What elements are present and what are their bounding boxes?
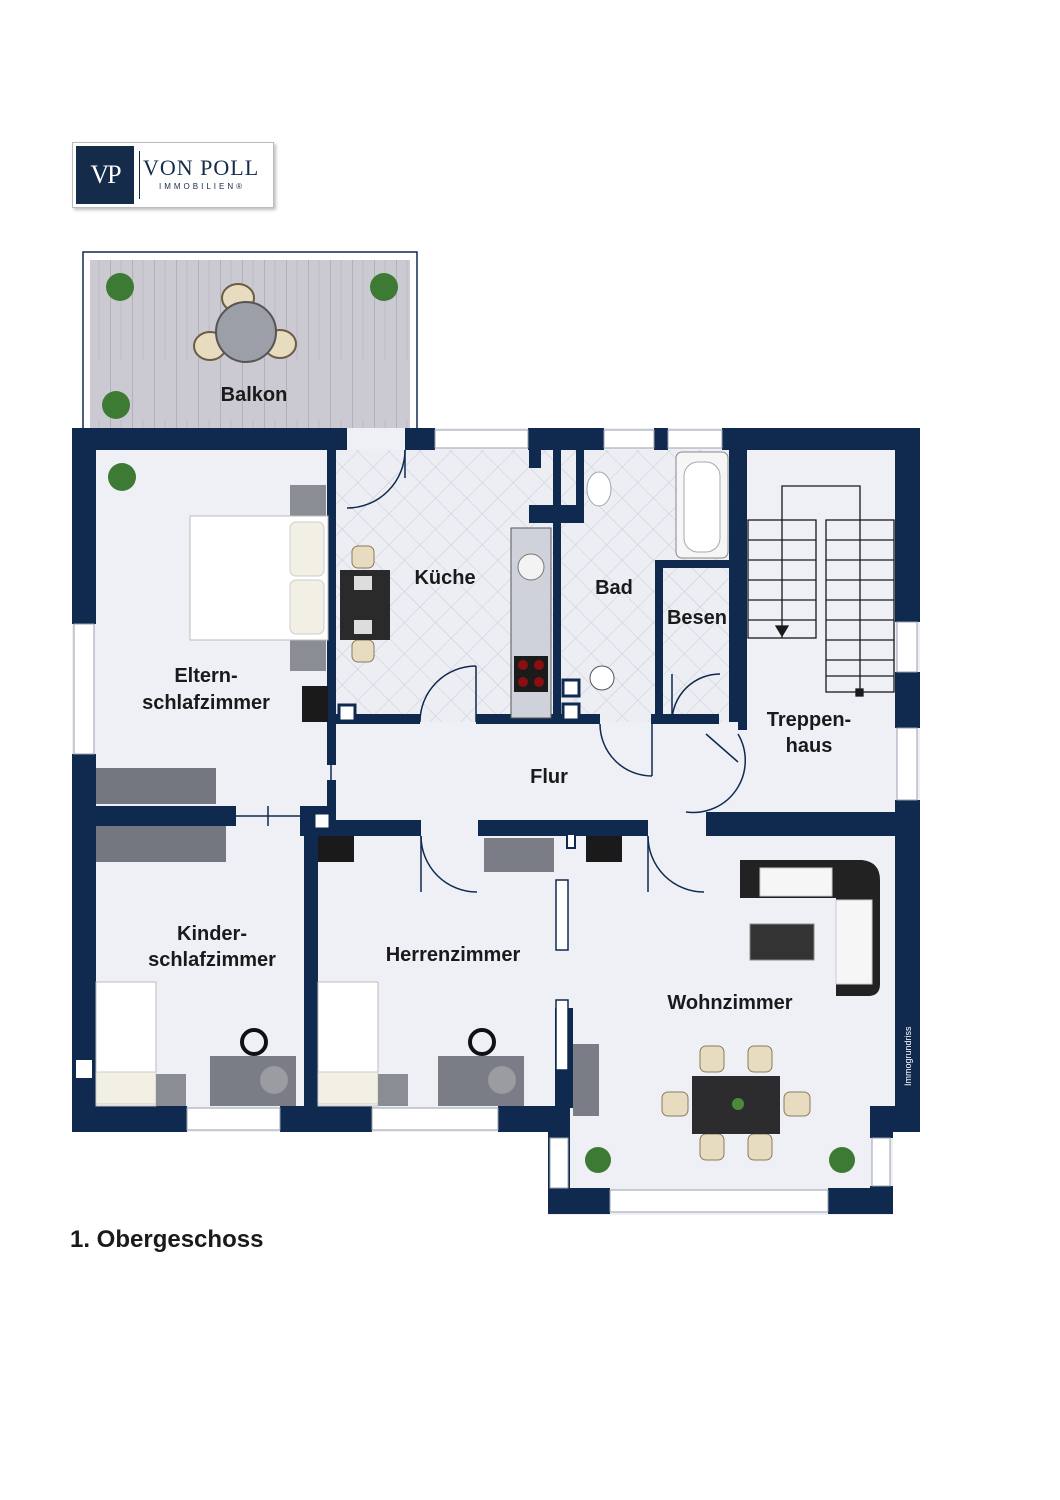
kids-room-furniture	[95, 981, 296, 1107]
room-label-besen: Besen	[667, 607, 727, 629]
room-label-flur: Flur	[530, 766, 568, 788]
credit-text: Immogrundriss	[903, 1026, 913, 1086]
room-label-treppen-line2: haus	[786, 735, 833, 757]
brand-name: VON POLL	[143, 155, 260, 180]
brand-mark: VP	[76, 146, 134, 204]
room-label-wohn: Wohnzimmer	[667, 992, 792, 1014]
outer-walls	[72, 428, 920, 1214]
windows	[73, 429, 918, 1213]
dining-table	[661, 1045, 811, 1161]
plants	[102, 273, 855, 1173]
brand-divider	[139, 151, 140, 199]
room-label-balkon: Balkon	[221, 384, 288, 406]
living-sofa	[740, 860, 880, 996]
room-label-kinder-line2: schlafzimmer	[148, 949, 276, 971]
kitchen-table	[340, 545, 390, 663]
room-label-kueche: Küche	[414, 567, 475, 589]
wall-watermark-logo	[76, 1060, 92, 1078]
master-bed	[96, 485, 329, 862]
brand-logo: VP VON POLL IMMOBILIEN®	[72, 142, 274, 208]
kitchen-counter	[510, 527, 552, 719]
sliding-doors	[236, 765, 569, 1071]
room-label-kinder-line1: Kinder-	[177, 923, 247, 945]
room-label-treppen-line1: Treppen-	[767, 709, 851, 731]
bath-fixtures	[312, 451, 729, 849]
room-label-bad: Bad	[595, 577, 633, 599]
balcony-table	[193, 283, 297, 363]
brand-subtitle: IMMOBILIEN®	[159, 182, 246, 191]
room-label-eltern-line1: Eltern-	[174, 665, 237, 687]
floor-title: 1. Obergeschoss	[70, 1226, 264, 1253]
room-label-eltern-line2: schlafzimmer	[142, 692, 270, 714]
room-label-herren: Herrenzimmer	[386, 944, 521, 966]
staircase	[747, 485, 895, 697]
study-furniture	[317, 836, 622, 1116]
door-swings	[346, 449, 746, 893]
